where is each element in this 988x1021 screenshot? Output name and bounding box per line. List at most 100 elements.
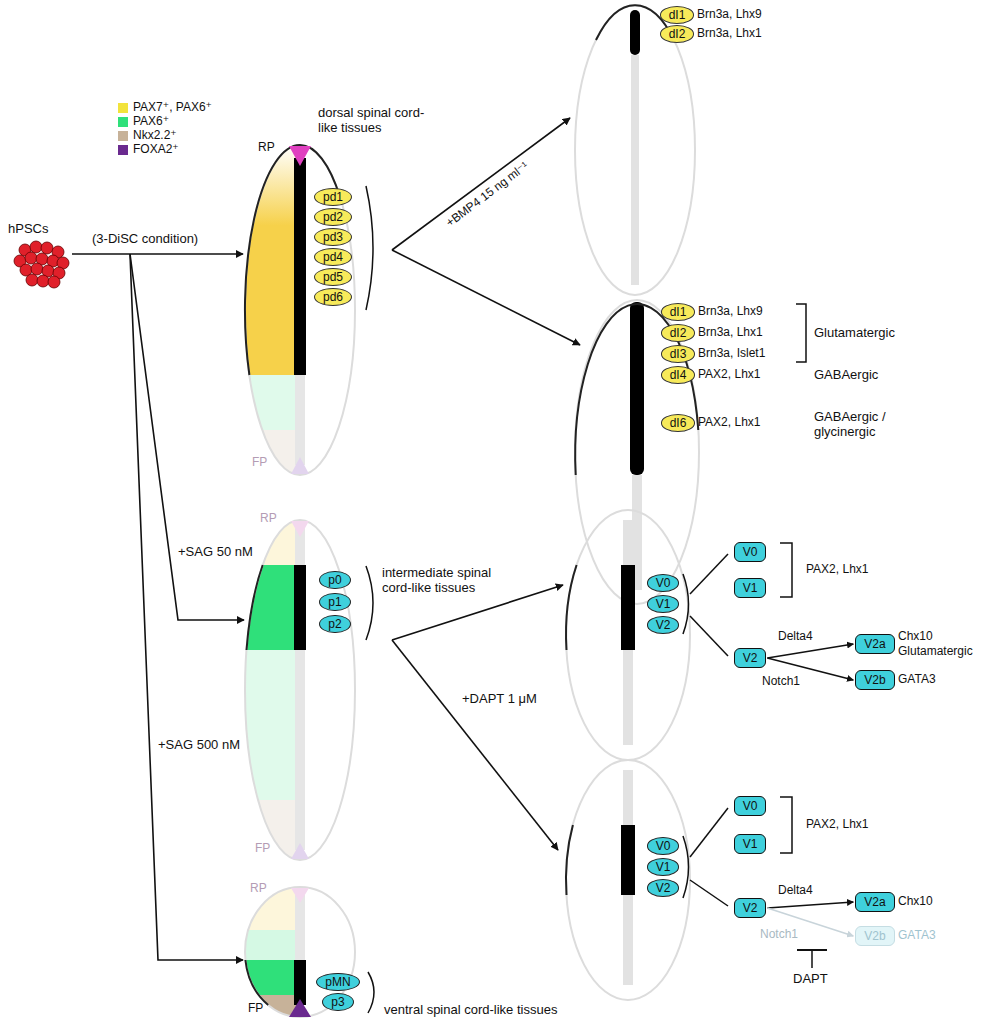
node-text: pd1 [323,190,343,204]
drawing-part [690,808,728,857]
text-label: +DAPT 1 μM [462,692,537,707]
drawing-part [291,888,309,903]
drawing-part [690,554,728,594]
legend-swatch [118,117,128,127]
node-text: V2a [864,895,885,909]
drawing-part [25,252,37,264]
progenitor-oval: pMN [316,973,359,991]
text-label: GABAergic [814,368,878,383]
neuron-box: V2 [734,648,767,668]
node-text: dI1 [669,8,686,22]
neuron-box: V1 [734,578,767,598]
drawing-part [295,375,305,465]
drawing-part [575,304,698,475]
drawing-part [289,999,311,1017]
text-label: intermediate spinal cord-like tissues [382,566,507,596]
progenitor-oval: V2 [647,879,680,897]
drawing-part [630,302,644,475]
progenitor-oval: V0 [647,837,680,855]
connector-arrow [767,902,853,908]
drawing-part [247,565,263,650]
edge-label: Notch1 [762,675,800,689]
drawing-part [630,10,640,55]
drawing-part [294,565,306,650]
legend-swatch [118,131,128,141]
faded-neuron-box: V2b [855,926,894,946]
drawing-part [245,145,355,475]
drawing-part [245,145,300,375]
dorsal-tube-default [575,300,699,604]
edge-label: Delta4 [778,884,813,898]
drawing-part [245,887,355,1017]
drawing-part [31,263,43,275]
drawing-part [291,521,309,537]
node-text: pd3 [323,230,343,244]
connector-arrow [767,644,853,658]
neuron-box: V1 [734,834,767,854]
text-label: FP [252,456,267,470]
intermediate-tube-dapt [566,760,690,1000]
drawing-part [37,275,49,287]
text-label: Brn3a, Lhx9 [697,8,762,22]
progenitor-oval: V1 [647,595,680,613]
progenitor-oval: p0 [319,571,350,589]
drawing-part [566,565,577,650]
drawing-part [683,574,689,634]
node-text: pd5 [323,270,343,284]
node-text: p2 [328,617,341,631]
drawing-part [623,520,633,565]
drawing-part [631,55,639,285]
drawing-part [575,300,699,604]
progenitor-oval: pd1 [314,188,352,206]
drawing-part [245,145,306,475]
progenitor-oval: dI1 [660,6,695,24]
drawing-part [245,520,306,860]
drawing-part [621,825,635,895]
node-text: V2b [864,673,885,687]
drawing-part [368,972,374,1013]
drawing-part [392,118,570,250]
text-label: Chx10 [898,630,933,644]
progenitor-oval: dI3 [661,345,696,363]
node-text: p1 [328,595,341,609]
node-text: V2 [743,651,758,665]
cell-cluster [14,241,69,288]
node-text: V2 [656,881,671,895]
legend-swatch [118,145,128,155]
drawing-part [690,616,728,656]
progenitor-oval: dI4 [661,366,696,384]
node-text: V0 [656,839,671,853]
text-label: PAX2, Lhx1 [698,368,760,382]
neuron-box: V2a [855,892,894,912]
text-label: PAX2, Lhx1 [806,818,868,832]
node-text: dI4 [670,368,687,382]
drawing-part [392,640,558,850]
drawing-part [294,960,306,1005]
node-text: V1 [743,837,758,851]
drawing-part [683,836,689,898]
edge-label: Notch1 [760,928,798,942]
node-text: V2a [864,637,885,651]
drawing-part [621,565,635,650]
text-label: +SAG 50 nM [178,545,253,560]
drawing-part [294,158,306,375]
drawing-part [780,797,792,853]
drawing-part [366,566,373,640]
text-label: +BMP4 15 ng ml⁻¹ [444,160,532,231]
drawing-part [780,543,792,597]
text-label: DAPT [793,972,828,987]
text-label: GATA3 [898,673,936,687]
drawing-part [566,510,690,760]
drawing-part [295,650,305,850]
legend-text: PAX7⁺, PAX6⁺ [133,101,212,115]
neuron-box: V0 [734,796,767,816]
node-text: pd2 [323,210,343,224]
text-label: RP [260,512,277,526]
progenitor-oval: dI2 [660,25,695,43]
progenitor-oval: p3 [322,993,353,1011]
legend-text: FOXA2⁺ [133,143,179,157]
text-label: ventral spinal cord-like tissues [384,1003,557,1018]
progenitor-oval: pd4 [314,248,352,266]
node-text: V1 [743,581,758,595]
drawing-part [245,960,300,995]
